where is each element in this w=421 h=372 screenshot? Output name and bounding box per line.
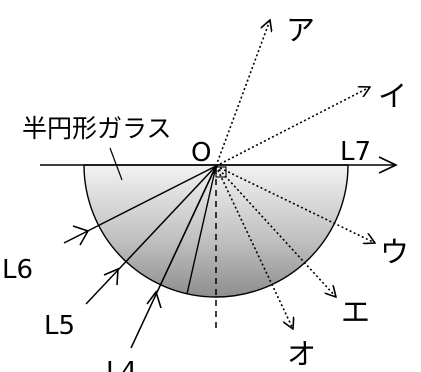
ray-e-label: エ (341, 295, 370, 329)
incident-l7-label: L7 (340, 137, 371, 167)
ray-a-label: ア (286, 13, 315, 47)
l7-arrowhead (378, 156, 398, 174)
internal-line-1 (186, 165, 217, 295)
l6-arrowhead (72, 225, 90, 246)
glass-label: 半円形ガラス (22, 114, 172, 143)
ray-o (215, 165, 293, 329)
l5-arrowhead (103, 267, 119, 286)
ray-o-label: オ (287, 337, 316, 371)
ray-i-label: イ (378, 79, 407, 113)
ray-l5 (85, 165, 217, 305)
l4-arrowhead (146, 290, 162, 309)
ray-l6 (63, 165, 217, 244)
center-point-marker (215, 166, 227, 178)
ray-u-label: ウ (380, 235, 409, 269)
ray-a (215, 20, 270, 167)
center-label: O (191, 138, 211, 168)
incident-l6-label: L6 (2, 255, 33, 285)
ray-i (215, 87, 370, 167)
glass-label-leader (109, 147, 123, 181)
incident-l5-label: L5 (44, 311, 75, 341)
internal-line-2 (159, 165, 217, 287)
incident-l4-label: L4 (106, 357, 137, 372)
